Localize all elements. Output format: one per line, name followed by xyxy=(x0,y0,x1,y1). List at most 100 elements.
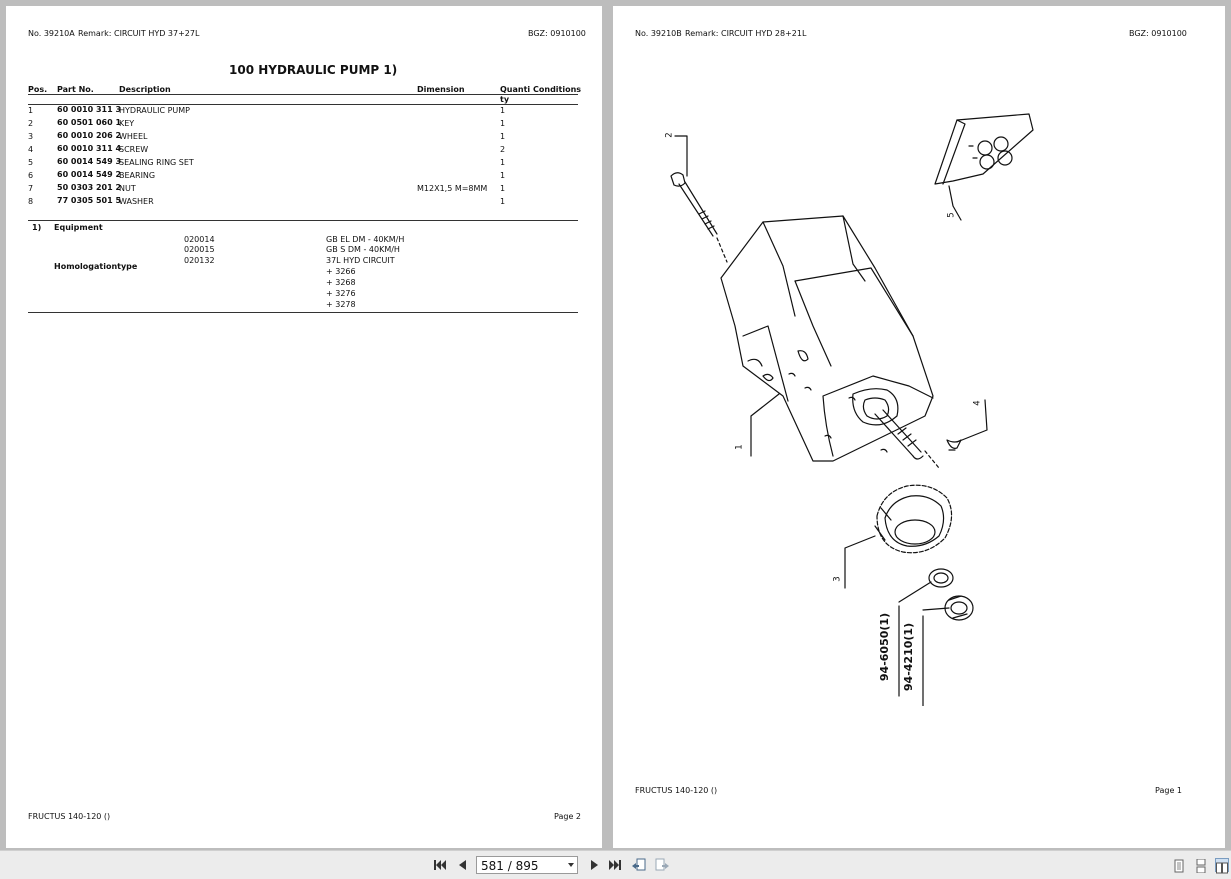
homologation-label: Homologationtype xyxy=(54,262,138,271)
equipment-code: 020014 xyxy=(184,235,215,244)
callout-number-4: 4 xyxy=(972,400,983,406)
row-pos: 4 xyxy=(28,145,34,154)
row-pos: 1 xyxy=(28,106,34,115)
two-page-icon xyxy=(1216,862,1228,874)
equipment-code: 020132 xyxy=(184,256,215,265)
equipment-desc: GB S DM - 40KM/H xyxy=(326,245,400,254)
triangle-right-icon xyxy=(591,860,598,870)
key-part xyxy=(946,439,962,451)
row-description: NUT xyxy=(119,184,136,193)
row-description: BEARING xyxy=(119,171,156,180)
chevron-down-icon[interactable] xyxy=(568,863,574,867)
row-qty: 1 xyxy=(500,184,506,193)
skip-forward-icon xyxy=(609,860,621,870)
next-page-button[interactable] xyxy=(586,857,602,873)
skip-back-icon xyxy=(434,860,446,870)
equipment-label: Equipment xyxy=(54,223,103,232)
continuous-page-icon xyxy=(1196,858,1206,874)
row-description: SCREW xyxy=(119,145,149,154)
row-qty: 1 xyxy=(500,171,506,180)
row-description: WASHER xyxy=(119,197,154,206)
leader-line xyxy=(922,607,950,611)
leader-line xyxy=(750,393,780,457)
row-qty: 1 xyxy=(500,106,506,115)
col-header-pos: Pos. xyxy=(28,85,48,94)
table-header-rule-bottom xyxy=(28,104,578,105)
header-doc-number: No. 39210B xyxy=(635,29,682,38)
leader-line xyxy=(844,535,876,589)
previous-view-button[interactable] xyxy=(631,857,647,873)
two-page-view-button[interactable] xyxy=(1215,858,1229,874)
viewer-toolbar: 581 / 895 xyxy=(0,850,1231,879)
callout-number-3: 3 xyxy=(832,576,843,582)
equipment-code: 020015 xyxy=(184,245,215,254)
footer-model: FRUCTUS 140-120 () xyxy=(635,786,718,795)
single-page-view-button[interactable] xyxy=(1172,858,1186,873)
row-description: SEALING RING SET xyxy=(119,158,194,167)
row-pos: 8 xyxy=(28,197,34,206)
continuous-view-button[interactable] xyxy=(1194,858,1208,874)
col-header-conditions: Conditions xyxy=(533,85,582,94)
header-remark: Remark: CIRCUIT HYD 28+21L xyxy=(685,29,807,38)
right-page: No. 39210B Remark: CIRCUIT HYD 28+21L BG… xyxy=(613,6,1225,848)
last-page-button[interactable] xyxy=(607,857,623,873)
sealing-ring xyxy=(928,568,954,588)
leader-line xyxy=(674,135,688,177)
cover-plate xyxy=(934,113,1034,185)
row-pos: 3 xyxy=(28,132,34,141)
header-bgz: BGZ: 0910100 xyxy=(1129,29,1187,38)
row-part-no: 60 0014 549 3 xyxy=(57,157,122,166)
row-part-no: 60 0010 311 3 xyxy=(57,105,122,114)
row-pos: 7 xyxy=(28,184,34,193)
row-part-no: 60 0014 549 2 xyxy=(57,170,122,179)
hydraulic-pump-body xyxy=(720,215,940,469)
row-description: KEY xyxy=(119,119,135,128)
part-ref-label: 94-6050(1) xyxy=(878,612,892,682)
row-description: HYDRAULIC PUMP xyxy=(119,106,190,115)
first-page-button[interactable] xyxy=(432,857,448,873)
row-qty: 1 xyxy=(500,119,506,128)
part-ref-label: 94-4210(1) xyxy=(902,622,916,692)
row-pos: 5 xyxy=(28,158,34,167)
leader-line xyxy=(948,185,962,221)
homologation-value: + 3278 xyxy=(326,300,356,309)
leader-line xyxy=(898,581,932,603)
callout-number-1: 1 xyxy=(734,444,745,450)
homologation-value: + 3268 xyxy=(326,278,356,287)
triangle-left-icon xyxy=(459,860,466,870)
col-header-quantity-cont: ty xyxy=(500,95,510,104)
header-remark: Remark: CIRCUIT HYD 37+27L xyxy=(78,29,200,38)
col-header-dimension: Dimension xyxy=(417,85,465,94)
row-part-no: 60 0501 060 1 xyxy=(57,118,122,127)
page-forward-icon xyxy=(655,858,669,871)
row-qty: 1 xyxy=(500,158,506,167)
single-page-icon xyxy=(1174,859,1184,873)
homologation-value: + 3266 xyxy=(326,267,356,276)
row-qty: 1 xyxy=(500,197,506,206)
left-page: No. 39210A Remark: CIRCUIT HYD 37+27L BG… xyxy=(6,6,602,848)
table-header-rule xyxy=(28,94,578,95)
header-bgz: BGZ: 0910100 xyxy=(528,29,586,38)
row-part-no: 50 0303 201 2 xyxy=(57,183,122,192)
col-header-part-no: Part No. xyxy=(57,85,94,94)
row-pos: 6 xyxy=(28,171,34,180)
footer-model: FRUCTUS 140-120 () xyxy=(28,812,111,821)
row-dimension: M12X1,5 M=8MM xyxy=(417,184,488,193)
row-part-no: 60 0010 206 2 xyxy=(57,131,122,140)
homologation-value: + 3276 xyxy=(326,289,356,298)
equipment-desc: 37L HYD CIRCUIT xyxy=(326,256,395,265)
next-view-button[interactable] xyxy=(654,857,670,873)
previous-page-button[interactable] xyxy=(455,857,471,873)
header-doc-number: No. 39210A xyxy=(28,29,75,38)
page-indicator: 581 / 895 xyxy=(481,859,539,873)
page-back-icon xyxy=(632,858,646,871)
row-qty: 1 xyxy=(500,132,506,141)
footnote-marker: 1) xyxy=(32,223,42,232)
row-part-no: 60 0010 311 4 xyxy=(57,144,122,153)
screw-part xyxy=(670,172,728,263)
page-number-input[interactable]: 581 / 895 xyxy=(476,856,578,874)
leader-line xyxy=(956,399,988,443)
row-pos: 2 xyxy=(28,119,34,128)
footer-page-number: Page 2 xyxy=(554,812,581,821)
page-title: 100 HYDRAULIC PUMP 1) xyxy=(229,63,398,77)
